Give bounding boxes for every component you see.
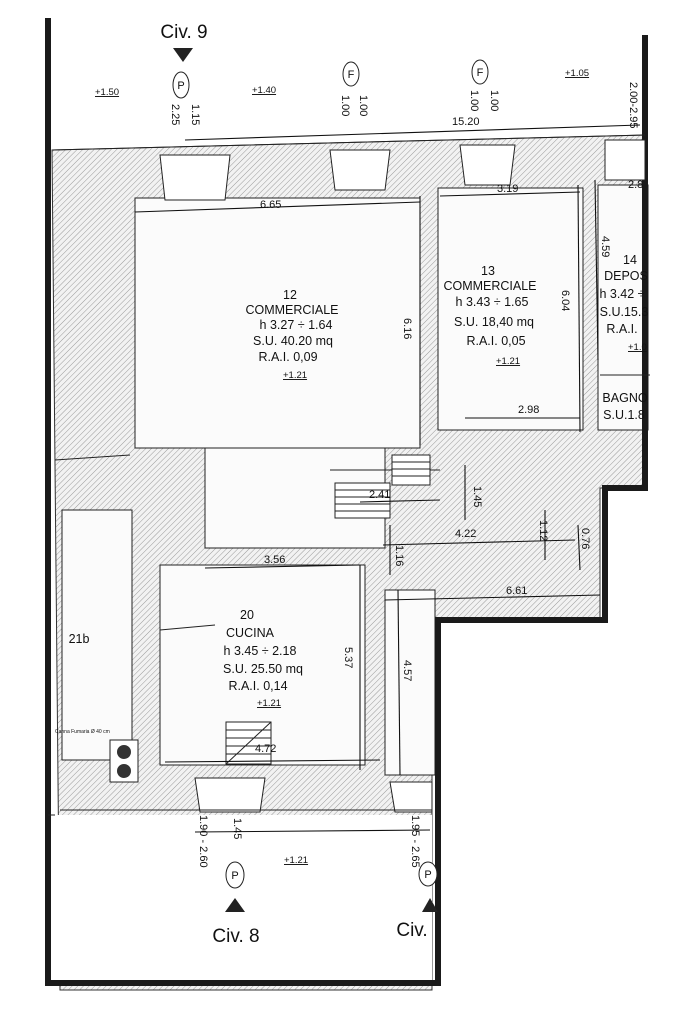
room-13: 13 COMMERCIALE h 3.43 ÷ 1.65 S.U. 18,40 … — [443, 264, 536, 367]
dim-4-22: 4.22 — [455, 528, 476, 540]
dim-1-90-2-60: 1.90 - 2.60 — [197, 815, 209, 868]
civ-9-label: Civ. 9 — [160, 22, 207, 43]
dim-2-25: 2.25 — [169, 104, 181, 125]
room-height: h 3.43 ÷ 1.65 — [456, 295, 529, 309]
room-surface: S.U. 40.20 mq — [253, 334, 333, 348]
dim-15-20: 15.20 — [452, 116, 480, 128]
civ-arrows — [173, 48, 438, 912]
dim-4-59: 4.59 — [599, 236, 611, 257]
dim-5-37: 5.37 — [342, 647, 354, 668]
dimension-lines — [134, 124, 641, 833]
f-marker-2: F — [477, 67, 484, 79]
window-bays-top — [159, 139, 646, 201]
room-elevation: +1.0 — [628, 342, 647, 353]
civ-labels: Civ. 9 Civ. 8 Civ. — [160, 22, 427, 947]
room-rai: R.A.I. 0,09 — [258, 350, 317, 364]
dim-1-45-bottom: 1.45 — [231, 818, 243, 839]
elevation-1-05: +1.05 — [565, 68, 589, 79]
room-surface: S.U. 18,40 mq — [454, 315, 534, 329]
dim-0-76: 0.76 — [579, 528, 591, 549]
civ-right-label: Civ. — [396, 920, 427, 941]
room-rai: R.A.I. — [606, 322, 637, 336]
room-rai: R.A.I. 0,14 — [228, 679, 287, 693]
room-height: h 3.42 ÷ — [599, 287, 644, 301]
room-number: 14 — [623, 253, 637, 267]
dim-1-15: 1.15 — [189, 104, 201, 125]
dim-6-65: 6.65 — [260, 199, 281, 211]
p-marker-top: P — [177, 80, 184, 92]
dim-6-61: 6.61 — [506, 585, 527, 597]
stairs-upper — [334, 454, 431, 519]
marker-letters: P F F P P — [177, 67, 483, 882]
room-name: COMMERCIALE — [443, 279, 536, 293]
window-bays-bottom — [194, 777, 433, 813]
room-elevation: +1.21 — [257, 698, 281, 709]
civ-8-label: Civ. 8 — [212, 926, 259, 947]
dimension-labels: 15.20 6.65 3.19 2.8 6.16 6.04 4.59 2.98 … — [169, 82, 643, 868]
dim-3-56: 3.56 — [264, 554, 285, 566]
bagno: BAGNO S.U.1.8 — [602, 391, 647, 422]
stairs-kitchen — [225, 721, 272, 765]
dim-1-95-2-65: 1.95 - 2.65 — [409, 815, 421, 868]
f-marker-1: F — [348, 69, 355, 81]
dim-2-41: 2.41 — [369, 489, 390, 501]
p-marker-bottom-left: P — [231, 870, 238, 882]
marker-circles — [172, 59, 489, 889]
dim-6-16: 6.16 — [401, 318, 413, 339]
dim-2-8: 2.8 — [628, 179, 643, 191]
room-surface: S.U.15.3 — [600, 305, 649, 319]
chimney — [109, 739, 139, 783]
room-name: DEPOS — [604, 269, 648, 283]
elevation-1-40: +1.40 — [252, 85, 276, 96]
dim-1-00-c: 1.00 — [488, 90, 500, 111]
chimney-note: Canna Fumaria Ø 40 cm — [55, 729, 110, 735]
room-number: 20 — [240, 608, 254, 622]
p-marker-bottom-right: P — [424, 869, 431, 881]
elevation-1-50: +1.50 — [95, 87, 119, 98]
room-height: h 3.45 ÷ 2.18 — [224, 644, 297, 658]
dim-1-12: 1.12 — [537, 520, 549, 541]
room-rai: R.A.I. 0,05 — [466, 334, 525, 348]
dim-2-00-2-95: 2.00-2.95 — [627, 82, 639, 128]
bagno-name: BAGNO — [602, 391, 647, 405]
room-name: COMMERCIALE — [245, 303, 338, 317]
dim-6-04: 6.04 — [559, 290, 571, 311]
dim-1-00-d: 1.00 — [468, 90, 480, 111]
dim-1-00-b: 1.00 — [339, 95, 351, 116]
room-name: CUCINA — [226, 626, 275, 640]
room-21b-label: 21b — [69, 632, 90, 646]
dim-1-16: 1.16 — [393, 545, 405, 566]
room-height: h 3.27 ÷ 1.64 — [260, 318, 333, 332]
boundary-line — [45, 18, 648, 986]
dim-2-98: 2.98 — [518, 404, 539, 416]
room-number: 12 — [283, 288, 297, 302]
room-12: 12 COMMERCIALE h 3.27 ÷ 1.64 S.U. 40.20 … — [245, 288, 338, 381]
bagno-surface: S.U.1.8 — [603, 408, 645, 422]
elevation-1-21-outside: +1.21 — [284, 855, 308, 866]
room-elevation: +1.21 — [496, 356, 520, 367]
dim-3-19: 3.19 — [497, 183, 518, 195]
room-areas — [48, 184, 649, 980]
dim-4-57: 4.57 — [401, 660, 413, 681]
room-surface: S.U. 25.50 mq — [223, 662, 303, 676]
room-20: 20 CUCINA h 3.45 ÷ 2.18 S.U. 25.50 mq R.… — [223, 608, 303, 709]
dim-1-00-a: 1.00 — [357, 95, 369, 116]
dim-1-45-stair: 1.45 — [471, 486, 483, 507]
room-number: 13 — [481, 264, 495, 278]
dim-4-72: 4.72 — [255, 743, 276, 755]
room-elevation: +1.21 — [283, 370, 307, 381]
outside-elevations: +1.50 +1.40 +1.05 +1.21 — [95, 68, 589, 866]
room-14: 14 DEPOS h 3.42 ÷ S.U.15.3 R.A.I. +1.0 — [599, 253, 648, 353]
